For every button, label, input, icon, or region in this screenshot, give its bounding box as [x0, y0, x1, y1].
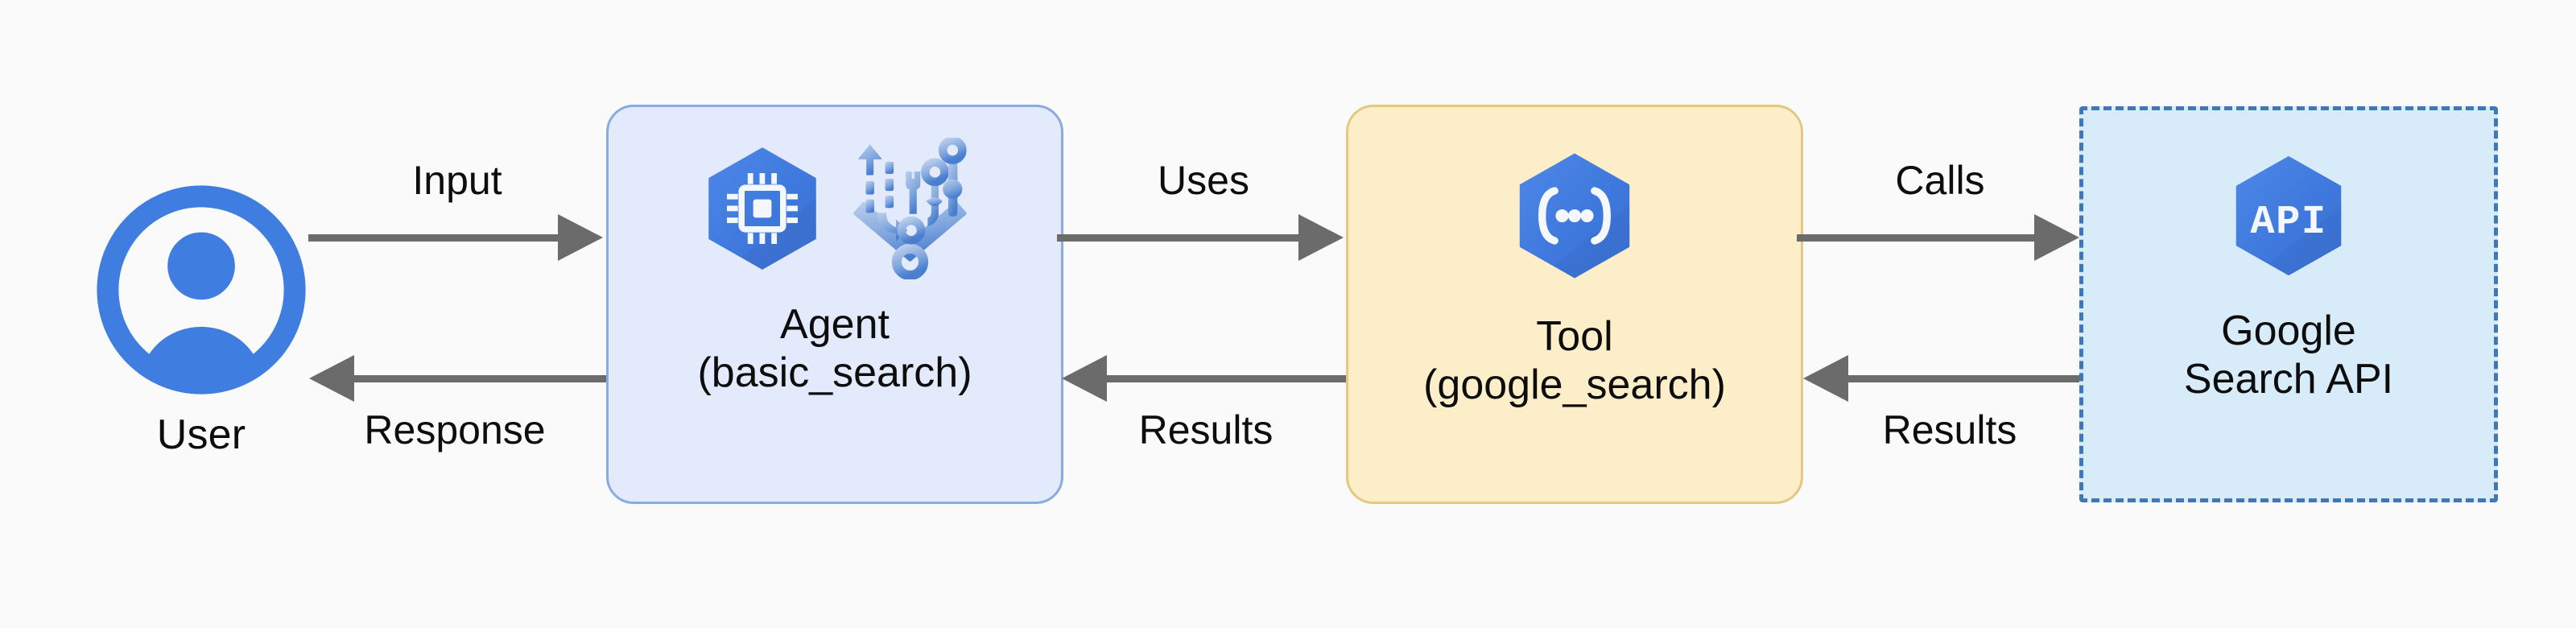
- api-hexagon-icon: API: [2217, 144, 2360, 291]
- edge-agent-to-tool-arrowhead: [1298, 214, 1344, 261]
- user-avatar-icon: [93, 181, 310, 399]
- edge-agent-to-user-label: Response: [364, 407, 546, 452]
- edge-agent-to-user-line: [354, 375, 608, 382]
- node-agent[interactable]: Agent (basic_search): [606, 105, 1063, 504]
- edge-agent-to-user-arrowhead: [309, 355, 354, 402]
- edge-api-to-tool-label: Results: [1882, 407, 2017, 452]
- edge-tool-to-agent-label: Results: [1138, 407, 1274, 452]
- node-google-search-api-caption: Google Search API: [2183, 308, 2394, 403]
- edge-tool-to-agent-line: [1107, 375, 1348, 382]
- api-icon-group: API: [2217, 149, 2360, 286]
- agent-workflow-branch-icon: [847, 135, 980, 283]
- node-agent-caption: Agent (basic_search): [697, 301, 972, 396]
- edge-agent-to-tool-line: [1057, 234, 1298, 242]
- edge-tool-to-api-arrowhead: [2034, 214, 2079, 261]
- api-hexagon-icon-text: API: [2250, 199, 2326, 245]
- node-user-label: User: [156, 411, 246, 458]
- edge-tool-to-api-label: Calls: [1895, 158, 1985, 203]
- edge-api-to-tool-line: [1848, 375, 2084, 382]
- function-brackets-hexagon-icon: [1500, 141, 1649, 295]
- node-user[interactable]: User: [85, 181, 318, 503]
- node-tool[interactable]: Tool (google_search): [1346, 105, 1803, 504]
- edge-user-to-agent-label: Input: [412, 158, 502, 203]
- agent-icon-group: [689, 135, 980, 286]
- edge-user-to-agent-arrowhead: [558, 214, 603, 261]
- edge-agent-to-tool-label: Uses: [1158, 158, 1249, 203]
- node-google-search-api[interactable]: API Google Search API: [2079, 106, 2498, 502]
- edge-tool-to-api-line: [1797, 234, 2034, 242]
- edge-user-to-agent-line: [308, 234, 558, 242]
- edge-api-to-tool-arrowhead: [1803, 355, 1848, 402]
- node-tool-caption: Tool (google_search): [1423, 313, 1726, 408]
- edge-tool-to-agent-arrowhead: [1062, 355, 1107, 402]
- cpu-chip-hexagon-icon: [689, 135, 836, 286]
- tool-icon-group: [1500, 147, 1649, 288]
